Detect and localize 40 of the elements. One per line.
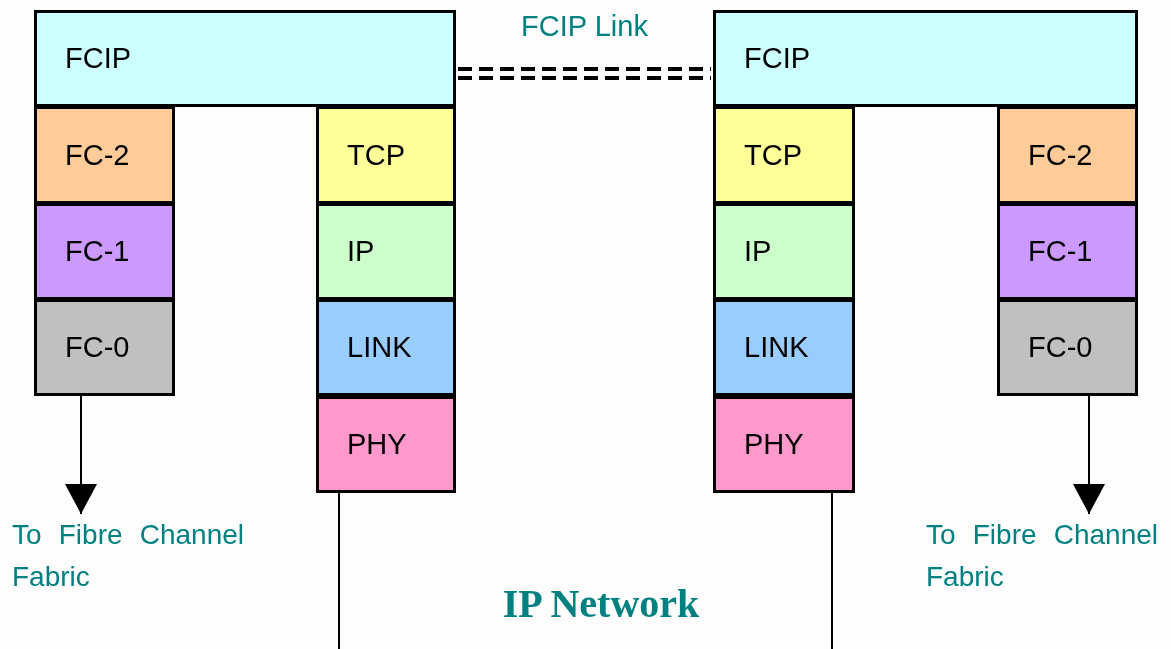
protocol-layer-box — [713, 396, 855, 493]
destination-label: To Fibre Channel Fabric — [12, 514, 244, 602]
protocol-layer-box — [997, 299, 1138, 396]
layer-name: FCIP — [743, 42, 811, 75]
layer-name: FC-0 — [64, 331, 130, 364]
layer-name: FC-2 — [64, 138, 130, 172]
layer-name: LINK — [346, 331, 412, 364]
protocol-layer-box — [713, 299, 855, 396]
layer-name: PHY — [743, 428, 804, 461]
layer-name: FC-1 — [64, 235, 130, 268]
layer-name: LINK — [743, 331, 809, 364]
layer-name: FCIP — [64, 42, 132, 75]
protocol-layer-box — [997, 106, 1138, 204]
protocol-layer-box — [34, 106, 175, 204]
protocol-layer-box — [316, 299, 456, 396]
layer-name: FC-1 — [1027, 235, 1093, 268]
layer-name: FC-2 — [1027, 138, 1093, 172]
protocol-layer-box — [713, 10, 1138, 107]
network-line — [338, 492, 340, 649]
protocol-layer-box — [713, 203, 855, 300]
network-label: IP Network — [501, 580, 701, 627]
protocol-layer-box — [316, 106, 456, 204]
protocol-layer-box — [316, 203, 456, 300]
protocol-layer-box — [34, 10, 456, 107]
layer-name: IP — [743, 235, 772, 268]
protocol-layer-box — [713, 106, 855, 204]
arrow — [1073, 395, 1105, 515]
protocol-layer-box — [34, 203, 175, 300]
arrow — [65, 395, 97, 515]
destination-label: To Fibre Channel Fabric — [926, 514, 1158, 602]
layer-name: FC-0 — [1027, 331, 1093, 364]
protocol-layer-box — [316, 396, 456, 493]
layer-name: IP — [346, 235, 375, 268]
network-line — [831, 492, 833, 649]
protocol-layer-box — [34, 299, 175, 396]
layer-name: TCP — [743, 138, 802, 172]
dashed-link-line — [456, 67, 713, 80]
protocol-layer-box — [997, 203, 1138, 300]
layer-name: PHY — [346, 428, 407, 461]
layer-name: TCP — [346, 138, 405, 172]
